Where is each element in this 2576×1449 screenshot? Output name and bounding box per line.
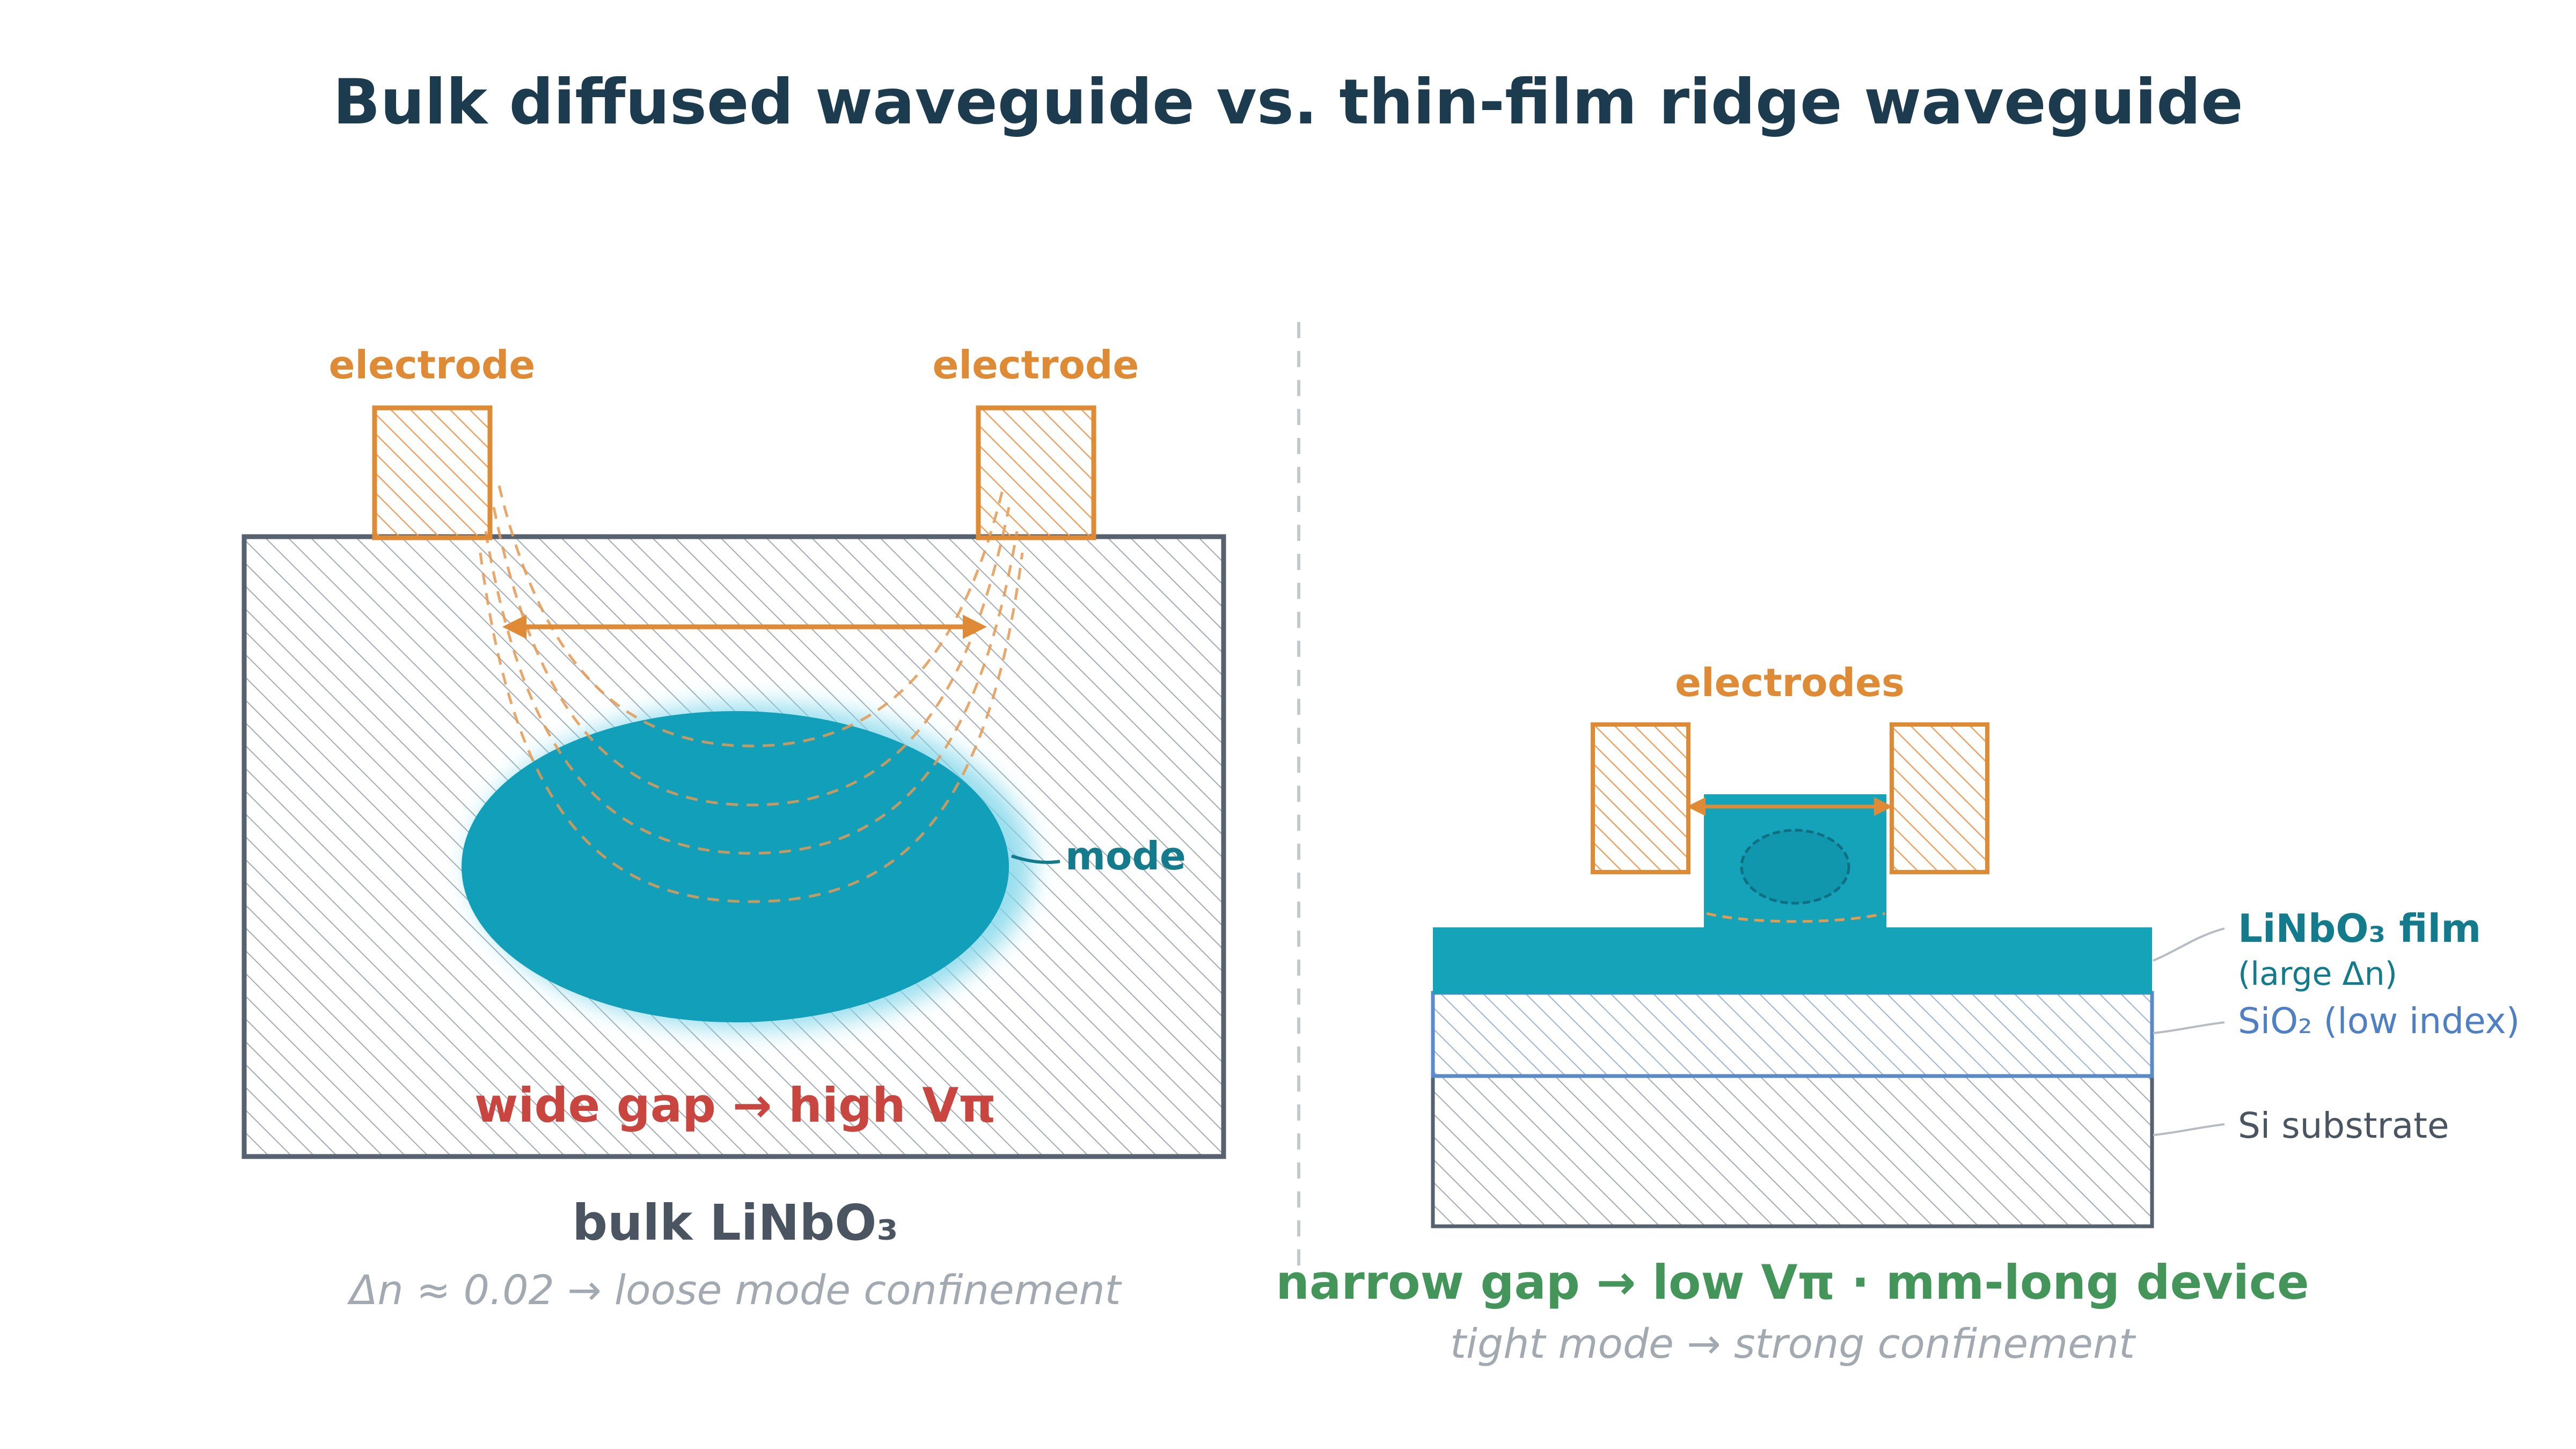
ridge-right-electrode xyxy=(1890,722,1989,874)
linbo3-film-slab xyxy=(1433,927,2152,994)
bulk-caption: bulk LiNbO₃ xyxy=(572,1194,898,1252)
left-electrode xyxy=(372,405,493,540)
film-leader-line xyxy=(2153,927,2225,962)
tight-mode-profile xyxy=(1740,829,1850,905)
ridge-field-line xyxy=(1706,912,1885,923)
mode-label: mode xyxy=(1065,833,1186,879)
thin-film-waveguide-panel: electrodes LiNbO₃ film (large Δn) SiO₂ (… xyxy=(1276,660,2520,1367)
bulk-waveguide-panel: electrode electrode mode wide gap → high… xyxy=(241,342,1226,1314)
oxide-leader-line xyxy=(2153,1021,2225,1034)
mode-leader-line xyxy=(1011,854,1060,864)
sio2-layer xyxy=(1431,991,2154,1078)
diagram-title: Bulk diffused waveguide vs. thin-film ri… xyxy=(333,66,2243,138)
substrate-leader-line xyxy=(2153,1123,2225,1136)
left-electrode-label: electrode xyxy=(329,342,536,387)
film-sublabel: (large Δn) xyxy=(2238,955,2397,993)
oxide-label: SiO₂ (low index) xyxy=(2238,1000,2520,1042)
si-substrate xyxy=(1431,1074,2154,1228)
thin-film-subcaption: tight mode → strong confinement xyxy=(1450,1320,2136,1367)
bulk-subcaption: Δn ≈ 0.02 → loose mode confinement xyxy=(347,1266,1123,1314)
wide-gap-label: wide gap → high Vπ xyxy=(474,1078,996,1133)
ridge-left-electrode xyxy=(1591,722,1690,874)
right-electrode xyxy=(976,405,1096,540)
film-label: LiNbO₃ film xyxy=(2238,906,2481,951)
thin-film-caption: narrow gap → low Vπ · mm-long device xyxy=(1276,1255,2309,1310)
right-electrode-label: electrode xyxy=(933,342,1139,387)
electrodes-label: electrodes xyxy=(1675,660,1905,705)
bulk-mode-profile xyxy=(462,711,1009,1022)
substrate-label: Si substrate xyxy=(2238,1105,2449,1146)
